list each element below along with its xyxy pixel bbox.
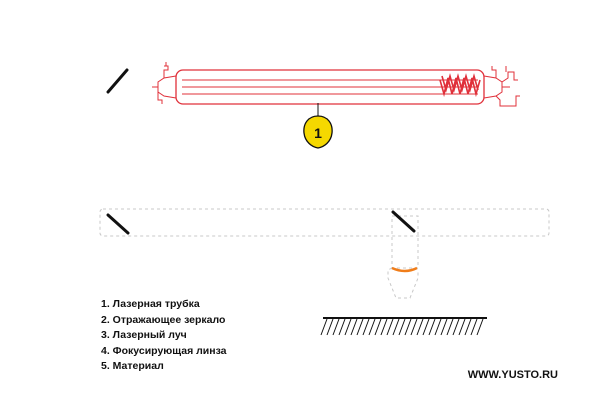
material xyxy=(320,317,487,336)
reflecting-mirror-left xyxy=(106,213,130,235)
laser-head-nozzle xyxy=(387,215,419,299)
tube-coil xyxy=(439,73,481,98)
legend-item-laser-beam: 3. Лазерный луч xyxy=(101,329,187,342)
beam-path-outline xyxy=(99,208,550,237)
legend-item-laser-tube: 1. Лазерная трубка xyxy=(101,298,200,310)
laser-tube xyxy=(152,62,520,107)
reflecting-mirror-head xyxy=(391,210,416,233)
site-url: WWW.YUSTO.RU xyxy=(467,369,558,381)
callout-number: 1 xyxy=(314,125,322,141)
legend-item-reflecting-mirror: 2. Отражающее зеркало xyxy=(101,313,226,326)
reflecting-mirror-top xyxy=(106,68,129,94)
callout-marker-1: 1 xyxy=(303,103,333,149)
legend-item-material: 5. Материал xyxy=(101,360,164,373)
focusing-lens xyxy=(391,266,418,273)
legend-item-focusing-lens: 4. Фокусирующая линза xyxy=(101,344,227,357)
legend: 1. Лазерная трубка 2. Отражающее зеркало… xyxy=(101,297,227,375)
